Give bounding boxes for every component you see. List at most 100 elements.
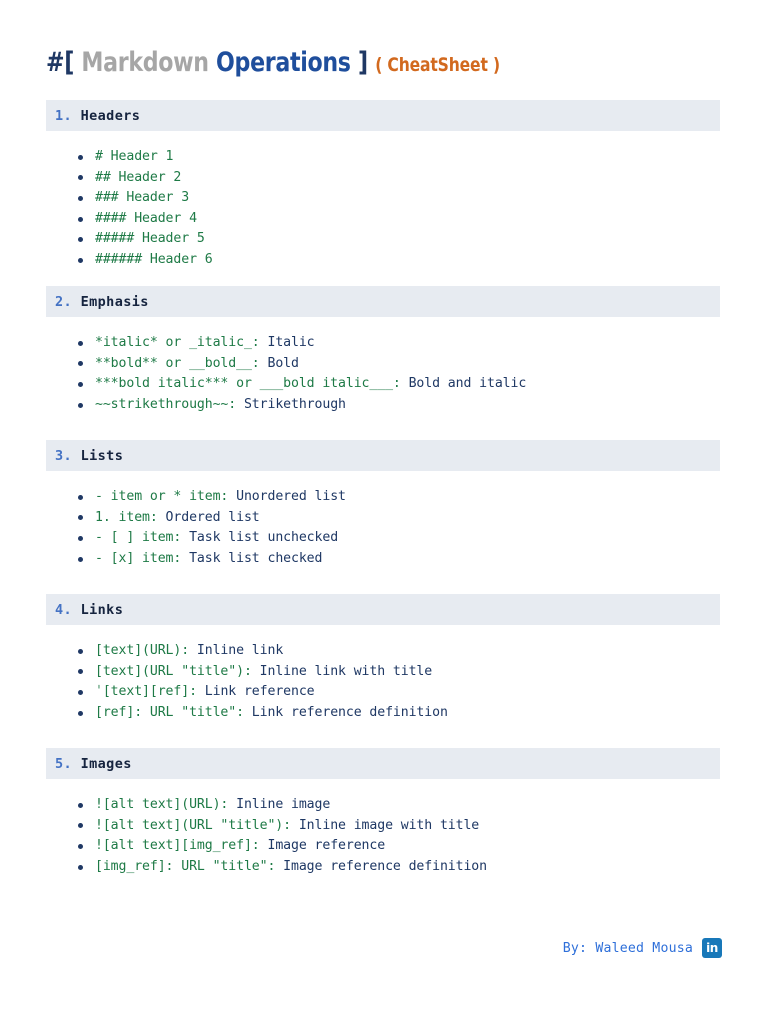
author-credit: By: Waleed Mousa: [562, 940, 693, 956]
item-code: #### Header 4: [95, 210, 197, 226]
list-item: ~~strikethrough~~: Strikethrough: [46, 395, 736, 416]
item-code: [ref]: URL "title":: [95, 704, 244, 720]
item-code: ***bold italic*** or ___bold italic___:: [95, 376, 401, 392]
title-markdown: Markdown: [81, 47, 209, 78]
section-list-headers: # Header 1 ## Header 2 ### Header 3 ####…: [46, 147, 736, 271]
title-bracket-open: [: [64, 47, 75, 78]
item-code: [img_ref]: URL "title":: [95, 858, 276, 874]
footer-credit: By: Waleed Mousa in: [563, 938, 722, 958]
bullet-icon: [78, 669, 83, 675]
page-title: #[ Markdown Operations ] ( CheatSheet ): [46, 47, 500, 78]
item-desc: Task list unchecked: [181, 530, 339, 546]
item-code: ## Header 2: [95, 169, 182, 185]
list-item: [text](URL): Inline link: [46, 641, 736, 662]
list-item: ![alt text](URL): Inline image: [46, 795, 736, 816]
list-item: - [x] item: Task list checked: [46, 549, 736, 570]
bullet-icon: [78, 535, 83, 541]
list-item: [text](URL "title"): Inline link with ti…: [46, 662, 736, 683]
bullet-icon: [78, 361, 83, 367]
item-desc: Image reference definition: [275, 858, 487, 874]
list-item: ## Header 2: [46, 168, 736, 189]
list-item: ![alt text][img_ref]: Image reference: [46, 836, 736, 857]
item-code: ###### Header 6: [95, 251, 213, 267]
item-code: **bold** or __bold__:: [95, 355, 260, 371]
item-code: [text](URL "title"):: [95, 663, 252, 679]
list-item: ##### Header 5: [46, 229, 736, 250]
bullet-icon: [78, 195, 83, 201]
item-desc: Task list checked: [181, 550, 323, 566]
section-list-lists: - item or * item: Unordered list 1. item…: [46, 487, 736, 569]
bullet-icon: [78, 237, 83, 243]
list-item: - [ ] item: Task list unchecked: [46, 528, 736, 549]
section-title: Links: [80, 601, 124, 618]
bullet-icon: [78, 381, 83, 387]
title-operations: Operations: [216, 47, 351, 78]
section-number: 1.: [55, 107, 73, 124]
section-list-links: [text](URL): Inline link [text](URL "tit…: [46, 641, 736, 723]
item-code: - [x] item:: [95, 550, 182, 566]
section-number: 4.: [55, 601, 73, 618]
item-desc: Inline link with title: [251, 663, 433, 679]
section-number: 2.: [55, 293, 73, 310]
item-code: ##### Header 5: [95, 231, 205, 247]
section-number: 5.: [55, 755, 73, 772]
section-header-headers: 1. Headers: [46, 100, 720, 131]
title-bracket-close: ]: [358, 47, 368, 78]
bullet-icon: [78, 556, 83, 562]
item-code: ˈ[text][ref]:: [95, 684, 197, 700]
list-item: - item or * item: Unordered list: [46, 487, 736, 508]
list-item: #### Header 4: [46, 209, 736, 230]
bullet-icon: [78, 843, 83, 849]
item-code: - item or * item:: [95, 489, 229, 504]
list-item: ***bold italic*** or ___bold italic___: …: [46, 374, 736, 395]
item-code: ~~strikethrough~~:: [95, 396, 237, 412]
item-code: ![alt text](URL):: [95, 797, 229, 812]
bullet-icon: [78, 864, 83, 870]
item-code: ### Header 3: [95, 190, 190, 206]
item-code: *italic* or _italic_:: [95, 335, 260, 350]
section-number: 3.: [55, 447, 73, 464]
list-item: [img_ref]: URL "title": Image reference …: [46, 857, 736, 878]
section-header-images: 5. Images: [46, 748, 720, 779]
list-item: [ref]: URL "title": Link reference defin…: [46, 703, 736, 724]
linkedin-icon[interactable]: in: [702, 938, 722, 958]
item-code: ![alt text][img_ref]:: [95, 838, 260, 854]
section-title: Headers: [80, 107, 141, 124]
section-list-images: ![alt text](URL): Inline image ![alt tex…: [46, 795, 736, 877]
item-code: 1. item:: [95, 509, 158, 525]
item-desc: Inline image with title: [291, 817, 480, 833]
bullet-icon: [78, 216, 83, 222]
section-title: Lists: [80, 447, 124, 464]
item-desc: Image reference: [259, 838, 386, 854]
bullet-icon: [78, 402, 83, 408]
list-item: ### Header 3: [46, 188, 736, 209]
item-desc: Inline link: [189, 643, 284, 658]
title-hash: #: [46, 47, 65, 78]
item-desc: Link reference definition: [243, 704, 448, 720]
bullet-icon: [78, 340, 83, 346]
list-item: **bold** or __bold__: Bold: [46, 354, 736, 375]
item-desc: Bold: [259, 355, 299, 371]
section-list-emphasis: *italic* or _italic_: Italic **bold** or…: [46, 333, 736, 415]
section-title: Images: [80, 755, 132, 772]
bullet-icon: [78, 823, 83, 829]
item-code: # Header 1: [95, 149, 174, 164]
list-item: 1. item: Ordered list: [46, 508, 736, 529]
item-desc: Inline image: [228, 797, 331, 812]
item-code: [text](URL):: [95, 643, 190, 658]
item-code: - [ ] item:: [95, 530, 182, 546]
bullet-icon: [78, 689, 83, 695]
bullet-icon: [78, 802, 83, 808]
list-item: ![alt text](URL "title"): Inline image w…: [46, 816, 736, 837]
list-item: ˈ[text][ref]: Link reference: [46, 682, 736, 703]
list-item: ###### Header 6: [46, 250, 736, 271]
bullet-icon: [78, 175, 83, 181]
section-header-lists: 3. Lists: [46, 440, 720, 471]
item-desc: Link reference: [196, 684, 315, 700]
bullet-icon: [78, 257, 83, 263]
item-desc: Bold and italic: [400, 376, 527, 392]
list-item: # Header 1: [46, 147, 736, 168]
item-desc: Strikethrough: [236, 396, 346, 412]
item-desc: Italic: [259, 335, 315, 350]
